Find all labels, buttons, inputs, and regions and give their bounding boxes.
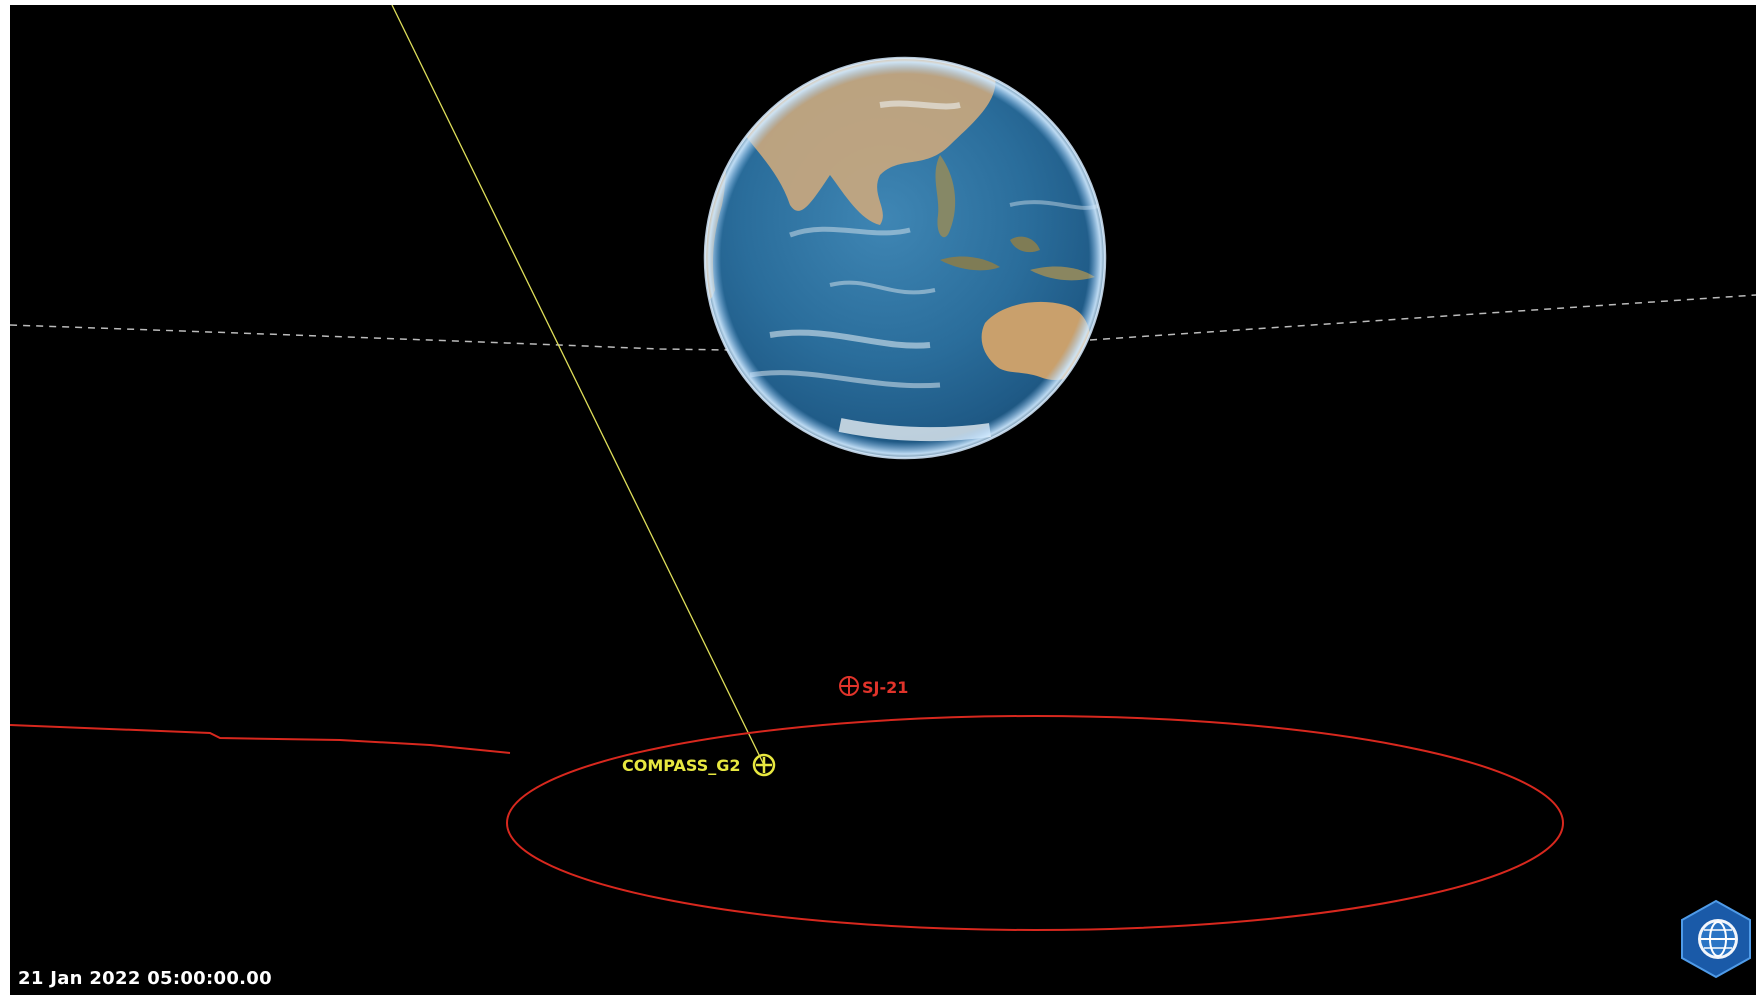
- sj21-orbit-ellipse: [506, 715, 1564, 931]
- scenario-time-display: 21 Jan 2022 05:00:00.00: [18, 968, 272, 989]
- compass-link-line: [391, 5, 765, 766]
- satellite-target-icon: [752, 753, 776, 777]
- sj21-ground-track: [10, 724, 511, 754]
- scene-canvas[interactable]: SJ-21 COMPASS_G2: [10, 5, 1756, 995]
- 3d-scene-viewport[interactable]: SJ-21 COMPASS_G2 21 Jan 2022 05:00:00.00: [10, 5, 1756, 995]
- equator-dashed-line: [10, 324, 731, 351]
- equator-dashed-line-right: [1089, 294, 1756, 341]
- earth-globe[interactable]: [703, 48, 1107, 460]
- sj21-label: SJ-21: [862, 678, 908, 697]
- globe-hexagon-logo-icon[interactable]: [1680, 899, 1752, 979]
- compass-g2-label: COMPASS_G2: [622, 756, 741, 775]
- sj21-satellite-marker[interactable]: SJ-21: [839, 676, 908, 697]
- compass-g2-satellite-marker[interactable]: COMPASS_G2: [622, 753, 776, 777]
- satellite-target-icon: [839, 676, 859, 696]
